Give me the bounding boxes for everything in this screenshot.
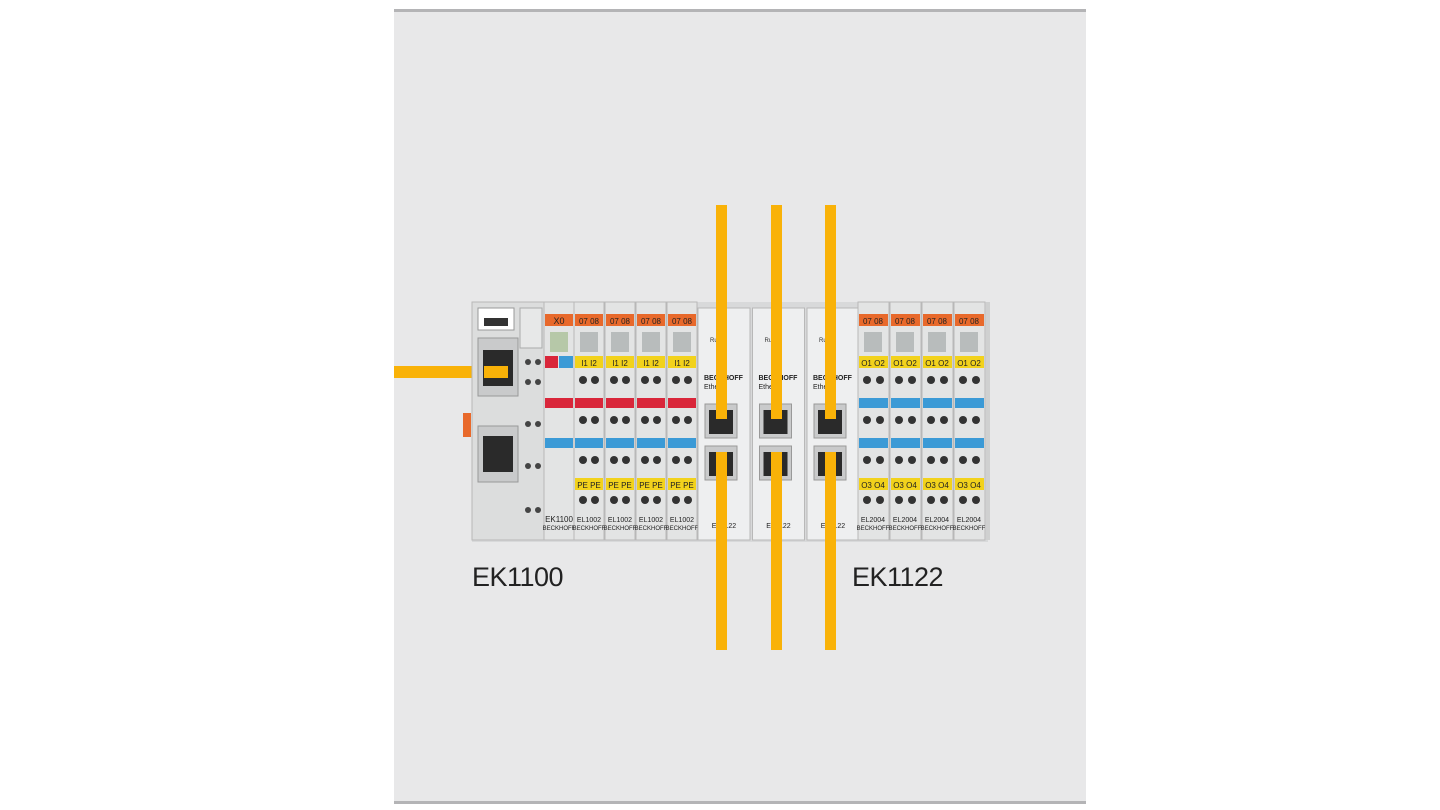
channel-label: PE PE [577,481,601,490]
brand-label: BECKHOFF [666,526,699,532]
ethercat-branch-cables [716,205,836,650]
cable-branch-3-top [825,205,836,419]
ethernet-port-out [483,436,513,472]
ethercat-label: Ether [704,384,721,391]
coupler-x-label: X0 [553,316,564,326]
channel-label: I1 I2 [612,359,628,368]
cable-branch-3-bottom [825,452,836,650]
cable-in-ek1100 [394,366,494,378]
channel-label: O1 O2 [957,359,981,368]
channel-label: 07 08 [672,317,693,326]
ek1100-supply-strip: X0 EK1100 BECKHOFF [543,301,576,541]
ek1100-caption: EK1100 [472,562,564,592]
channel-label: PE PE [608,481,632,490]
coupler-brand: BECKHOFF [543,526,576,532]
channel-label: 07 08 [927,317,948,326]
channel-label: I1 I2 [581,359,597,368]
module-label: EL2004 [893,517,917,524]
ethercat-label: Ether [813,384,830,391]
channel-label: O3 O4 [925,481,949,490]
channel-label: I1 I2 [643,359,659,368]
ek1100-coupler [463,301,545,541]
channel-label: I1 I2 [674,359,690,368]
channel-label: O3 O4 [957,481,981,490]
brand-label: BECKHOFF [857,526,890,532]
channel-label: O3 O4 [893,481,917,490]
cable-branch-2-top [771,205,782,419]
channel-label: O3 O4 [861,481,885,490]
module-label: EL2004 [957,517,981,524]
channel-label: O1 O2 [861,359,885,368]
run-label: Run [819,338,830,344]
module-label: EL1002 [639,517,663,524]
channel-label: 07 08 [641,317,662,326]
cable-plug-ek1100 [484,366,508,378]
channel-label: 07 08 [579,317,600,326]
channel-label: O1 O2 [925,359,949,368]
cable-branch-1-bottom [716,452,727,650]
ethercat-label: Ether [759,384,776,391]
brand-label: BECKHOFF [604,526,637,532]
brand-label: BECKHOFF [889,526,922,532]
ek1122-caption: EK1122 [852,562,944,592]
module-label: EL1002 [670,517,694,524]
brand-label: BECKHOFF [573,526,606,532]
channel-label: 07 08 [863,317,884,326]
module-label: EL1002 [577,517,601,524]
brand-label: BECKHOFF [921,526,954,532]
module-label: EL2004 [861,517,885,524]
brand-label: BECKHOFF [635,526,668,532]
channel-label: 07 08 [610,317,631,326]
channel-label: 07 08 [959,317,980,326]
coupler-module-label: EK1100 [545,515,573,524]
run-label: Run [765,338,776,344]
channel-label: PE PE [639,481,663,490]
cable-branch-1-top [716,205,727,419]
channel-label: O1 O2 [893,359,917,368]
channel-label: 07 08 [895,317,916,326]
module-label: EL2004 [925,517,949,524]
brand-label: BECKHOFF [953,526,986,532]
channel-label: PE PE [670,481,694,490]
run-label: Run [710,338,721,344]
cable-branch-2-bottom [771,452,782,650]
module-label: EL1002 [608,517,632,524]
